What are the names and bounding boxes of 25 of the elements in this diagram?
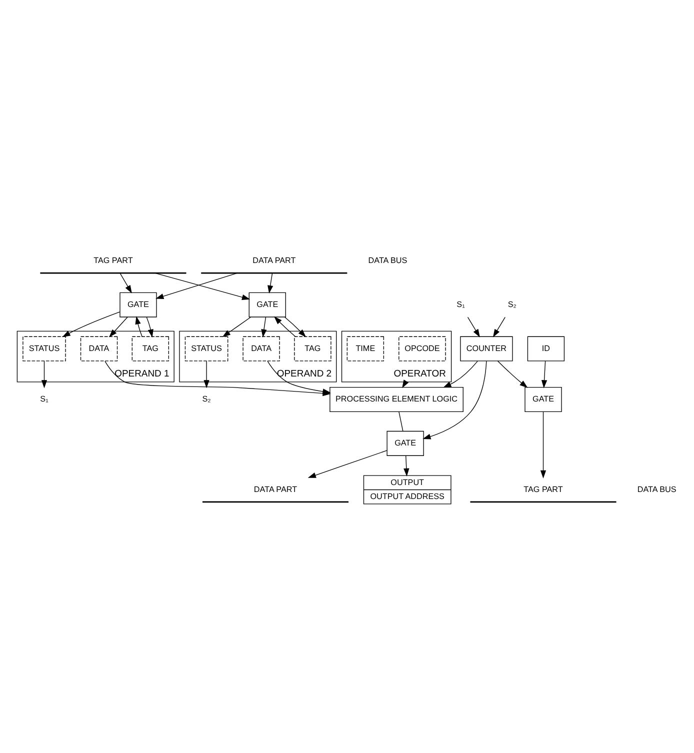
arrow <box>540 411 546 478</box>
arrow <box>135 316 142 337</box>
arrow <box>120 272 132 294</box>
arrow <box>422 360 487 440</box>
connector <box>398 411 404 432</box>
arrow <box>146 316 154 338</box>
arrow <box>204 360 210 388</box>
arrow <box>41 360 48 388</box>
arrow <box>308 450 388 478</box>
arrow <box>404 455 410 476</box>
arrow <box>467 316 480 338</box>
arrow <box>497 360 528 388</box>
arrow <box>261 316 267 338</box>
arrow <box>274 316 296 337</box>
arrow <box>284 316 306 338</box>
arrow <box>109 316 128 338</box>
arrow <box>156 272 238 300</box>
arrow <box>492 316 506 338</box>
arrow <box>222 316 252 338</box>
arrow <box>154 272 250 300</box>
arrow <box>541 360 548 388</box>
arrow <box>268 272 274 294</box>
arrow <box>62 312 120 338</box>
arrow <box>267 360 331 394</box>
arrow <box>443 360 478 388</box>
